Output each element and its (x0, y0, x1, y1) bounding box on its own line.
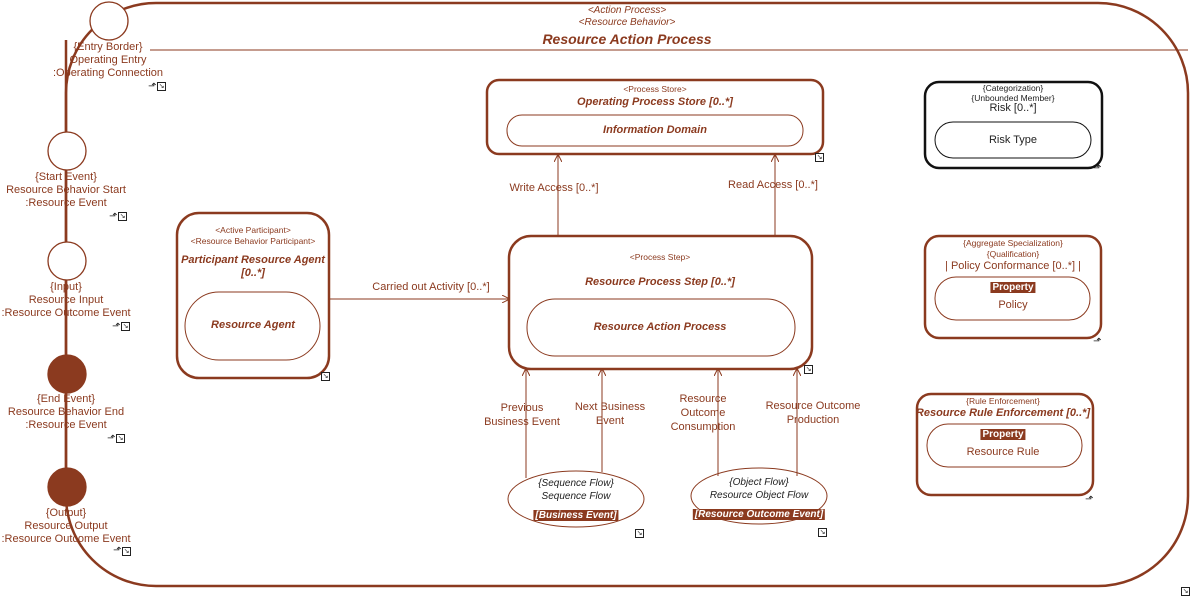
categorization-title: Risk [0..*] (989, 102, 1037, 114)
rule-stereotype: {Rule Enforcement} (966, 396, 1040, 406)
input-name: Resource Input (28, 294, 104, 306)
object-flow-stereotype: {Object Flow} (729, 477, 789, 488)
qualification-stereotype-2: {Qualification} (986, 249, 1040, 259)
qualification-inner-label: Policy (998, 299, 1028, 311)
output-port[interactable] (47, 467, 87, 507)
qualification-inner-box[interactable] (934, 276, 1091, 321)
qualification-title: | Policy Conformance [0..*] | (945, 260, 1081, 272)
input-type: :Resource Outcome Event (1, 307, 131, 319)
participant-stereotype-1: <Active Participant> (215, 225, 291, 235)
participant-stereotype-2: <Resource Behavior Participant> (190, 236, 316, 246)
step-inner-box[interactable] (526, 298, 796, 357)
categorization-stereotype-2: {Unbounded Member} (971, 93, 1055, 103)
output-kind: {Output} (45, 507, 87, 519)
link-arrow-icon[interactable]: ⬏ (1093, 163, 1102, 174)
link-arrow-icon[interactable]: ⬏ (1093, 336, 1102, 347)
end-event-name: Resource Behavior End (7, 406, 125, 418)
participant-inner-label: Resource Agent (211, 319, 295, 331)
output-name: Resource Output (24, 520, 108, 532)
qualification-stereotype-1: {Aggregate Specialization} (963, 238, 1063, 248)
entry-border-kind: {Entry Border} (73, 41, 143, 53)
consumption-label-1: Resource (679, 393, 727, 405)
rule-inner-label: Resource Rule (966, 446, 1040, 458)
output-type: :Resource Outcome Event (1, 533, 131, 545)
input-port[interactable] (47, 241, 87, 281)
navigate-icon[interactable]: ↘ (1181, 587, 1190, 596)
step-inner-label: Resource Action Process (593, 321, 727, 333)
start-event-name: Resource Behavior Start (6, 184, 126, 196)
navigate-icon[interactable]: ↘ (804, 365, 813, 374)
link-arrow-icon[interactable]: ⬏ (109, 211, 118, 222)
start-event-type: :Resource Event (25, 197, 107, 209)
navigate-icon[interactable]: ↘ (321, 372, 330, 381)
read-access-label: Read Access [0..*] (728, 179, 818, 191)
process-stereotype-1: <Action Process> (587, 5, 667, 16)
carried-out-label: Carried out Activity [0..*] (372, 281, 490, 293)
store-title: Operating Process Store [0..*] (577, 96, 733, 108)
consumption-label-2: Outcome (680, 407, 726, 419)
entry-border-name: Operating Entry (69, 54, 147, 66)
rule-inner-box[interactable] (926, 423, 1083, 468)
write-access-label: Write Access [0..*] (509, 182, 599, 194)
navigate-icon[interactable]: ↘ (815, 153, 824, 162)
navigate-icon[interactable]: ↘ (818, 528, 827, 537)
navigate-icon[interactable]: ↘ (121, 322, 130, 331)
process-title: Resource Action Process (542, 31, 712, 47)
end-event-kind: {End Event} (36, 393, 96, 405)
navigate-icon[interactable]: ↘ (635, 529, 644, 538)
link-arrow-icon[interactable]: ⬏ (1085, 494, 1094, 505)
input-kind: {Input} (50, 281, 82, 293)
categorization-inner-label: Risk Type (988, 134, 1038, 146)
navigate-icon[interactable]: ↘ (116, 434, 125, 443)
sequence-flow-stereotype: {Sequence Flow} (538, 478, 614, 489)
participant-inner-box[interactable] (184, 291, 321, 361)
link-arrow-icon[interactable]: ⬏ (148, 81, 157, 92)
participant-title: Participant Resource Agent (181, 254, 325, 266)
categorization-inner-box[interactable] (934, 121, 1092, 159)
link-arrow-icon[interactable]: ⬏ (113, 545, 122, 556)
consumption-label-3: Consumption (670, 421, 736, 433)
process-stereotype-2: <Resource Behavior> (578, 17, 676, 28)
rule-property-tag: Property (980, 429, 1026, 440)
link-arrow-icon[interactable]: ⬏ (107, 433, 116, 444)
entry-border-port[interactable] (89, 1, 129, 41)
end-event-port[interactable] (47, 354, 87, 394)
store-inner-label: Information Domain (603, 124, 707, 136)
production-label-1: Resource Outcome (765, 400, 861, 412)
object-flow-name: Resource Object Flow (709, 490, 809, 501)
store-inner-box[interactable] (506, 114, 804, 147)
previous-event-label-2: Business Event (484, 416, 560, 428)
step-title: Resource Process Step [0..*] (585, 276, 735, 288)
link-arrow-icon[interactable]: ⬏ (112, 321, 121, 332)
sequence-flow-name: Sequence Flow (541, 491, 611, 502)
store-stereotype: <Process Store> (623, 84, 687, 94)
qualification-property-tag: Property (990, 282, 1036, 293)
entry-border-type: :Operating Connection (52, 67, 164, 79)
navigate-icon[interactable]: ↘ (157, 82, 166, 91)
participant-multiplicity: [0..*] (241, 267, 265, 279)
start-event-port[interactable] (47, 131, 87, 171)
next-event-label-2: Event (595, 415, 625, 427)
step-stereotype: <Process Step> (629, 252, 691, 262)
next-event-label-1: Next Business (574, 401, 646, 413)
navigate-icon[interactable]: ↘ (122, 547, 131, 556)
previous-event-label-1: Previous (500, 402, 544, 414)
end-event-type: :Resource Event (25, 419, 107, 431)
sequence-flow-tag: [Business Event] (533, 510, 619, 521)
navigate-icon[interactable]: ↘ (118, 212, 127, 221)
production-label-2: Production (786, 414, 840, 426)
categorization-stereotype-1: {Categorization} (982, 83, 1044, 93)
object-flow-tag: [Resource Outcome Event] (692, 509, 826, 520)
rule-title: Resource Rule Enforcement [0..*] (915, 407, 1091, 419)
start-event-kind: {Start Event} (35, 171, 97, 183)
